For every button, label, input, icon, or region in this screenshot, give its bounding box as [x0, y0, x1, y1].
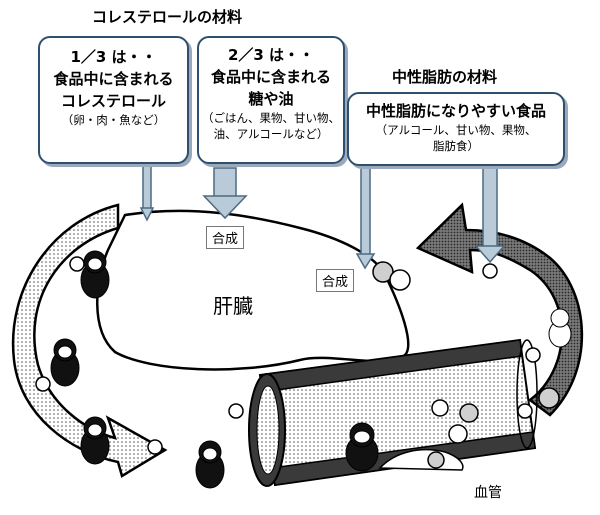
blood-vessel-tube: [248, 338, 538, 487]
box2-line2: 食品中に含まれる: [210, 68, 331, 86]
particles: [35, 256, 541, 455]
blood-vessel-label: 血管: [474, 485, 502, 501]
synthesis-tag-1: 合成: [206, 226, 245, 249]
box3-note2: 脂肪食）: [433, 139, 479, 153]
arrow-cholesterol: [139, 161, 155, 222]
box2-line3: 糖や油: [248, 90, 294, 108]
box-sugar-oil: 2／3 は・・ 食品中に含まれる 糖や油 （ごはん、果物、甘い物、 油、アルコー…: [197, 36, 345, 164]
box2-line1: 2／3 は・・: [227, 46, 315, 64]
box2-note2: 油、アルコールなど）: [213, 127, 329, 141]
box3-note1: （アルコール、甘い物、果物、: [375, 123, 537, 137]
liver-label: 肝臓: [213, 294, 253, 318]
heading-neutral-fat-material: 中性脂肪の材料: [392, 68, 498, 86]
arrow-liver-synthesis: [355, 167, 376, 270]
box1-note: （卵・肉・魚など）: [61, 113, 166, 127]
arrow-neutral-fat: [474, 167, 506, 264]
lipid-particles: [372, 261, 560, 469]
box1-line3: コレステロール: [60, 92, 166, 110]
arrow-sugar-oil: [202, 167, 248, 220]
heading-cholesterol-material: コレステロールの材料: [92, 8, 243, 26]
box1-line2: 食品中に含まれる: [53, 70, 174, 88]
synthesis-tag-2: 合成: [316, 269, 355, 292]
box2-note1: （ごはん、果物、甘い物、: [202, 111, 340, 125]
box-neutral-fat-foods: 中性脂肪になりやすい食品 （アルコール、甘い物、果物、 脂肪食）: [347, 92, 565, 166]
box-food-cholesterol: 1／3 は・・ 食品中に含まれる コレステロール （卵・肉・魚など）: [38, 36, 189, 164]
mascot-characters: [50, 250, 572, 489]
box3-line1: 中性脂肪になりやすい食品: [365, 102, 546, 120]
left-circulation-arrow: [11, 203, 168, 478]
box1-line1: 1／3 は・・: [70, 48, 157, 66]
